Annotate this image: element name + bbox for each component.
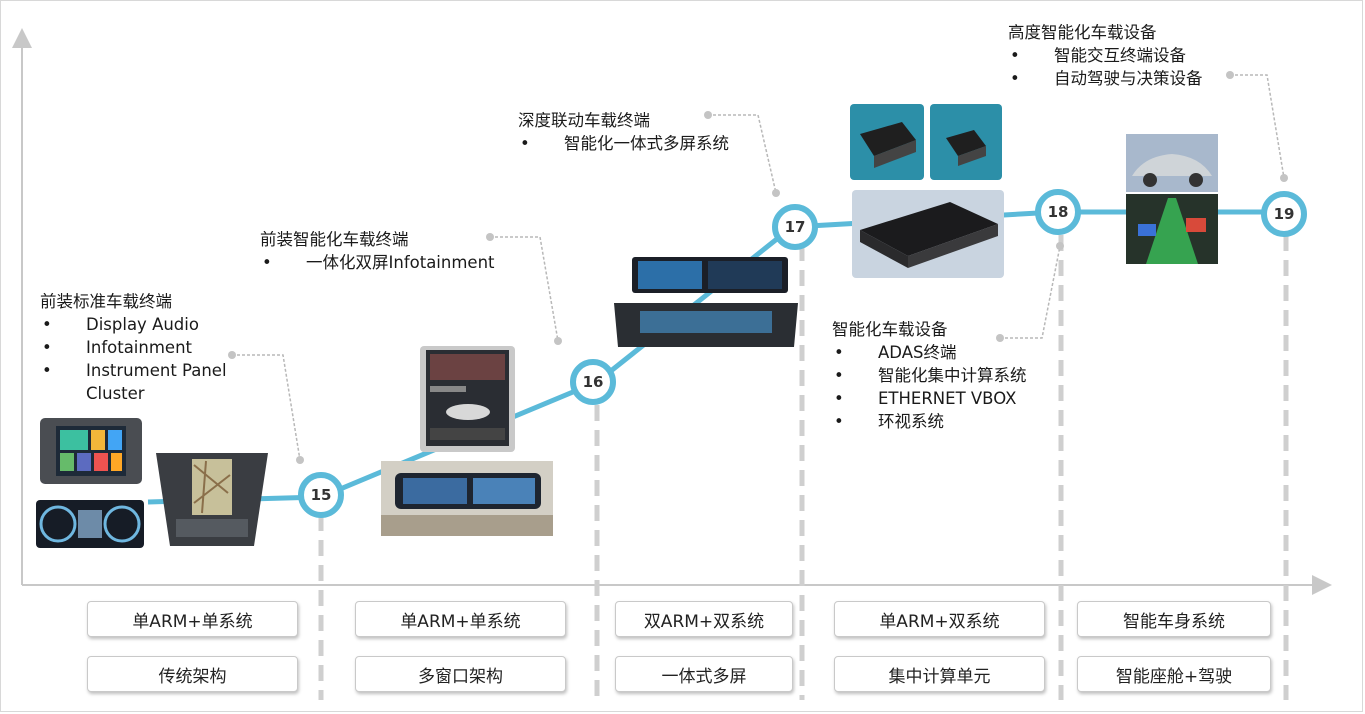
architecture-box-2: 单ARM+单系统 — [355, 601, 566, 637]
head-unit-image — [40, 418, 142, 484]
stage3-title: 深度联动车载终端 — [518, 109, 729, 132]
category-box-4: 集中计算单元 — [834, 656, 1045, 692]
tesla-style-screen-image — [420, 346, 515, 452]
leader-stage2 — [490, 237, 558, 341]
stage1-item: Infotainment — [40, 336, 227, 359]
stage-node-19: 19 — [1261, 191, 1307, 237]
stage2-title: 前装智能化车载终端 — [260, 228, 495, 251]
computing-unit-image — [852, 190, 1004, 278]
category-box-2: 多窗口架构 — [355, 656, 566, 692]
stage1-item: Instrument Panel — [40, 359, 227, 382]
stage-node-17: 17 — [772, 204, 818, 250]
adas-box-image-2 — [930, 104, 1002, 180]
stage4-item: 环视系统 — [832, 410, 1027, 433]
stage1-item-continuation: Cluster — [40, 382, 227, 405]
stage3-note: 深度联动车载终端 智能化一体式多屏系统 — [518, 109, 729, 155]
stage4-item: ADAS终端 — [832, 341, 1027, 364]
category-box-3: 一体式多屏 — [615, 656, 793, 692]
stage1-item: Display Audio — [40, 313, 227, 336]
stage4-item: ETHERNET VBOX — [832, 387, 1027, 410]
vertical-navigation-unit-image — [156, 453, 268, 546]
multi-screen-cockpit-image — [614, 255, 798, 355]
stage5-item: 智能交互终端设备 — [1008, 44, 1203, 67]
stage-node-15: 15 — [298, 472, 344, 518]
stage5-note: 高度智能化车载设备 智能交互终端设备 自动驾驶与决策设备 — [1008, 21, 1203, 90]
stage2-note: 前装智能化车载终端 一体化双屏Infotainment — [260, 228, 495, 274]
leader-stage5 — [1230, 75, 1284, 178]
road-perception-image — [1126, 194, 1218, 264]
stage2-item: 一体化双屏Infotainment — [260, 251, 495, 274]
stage1-title: 前装标准车载终端 — [40, 290, 227, 313]
stage5-item: 自动驾驶与决策设备 — [1008, 67, 1203, 90]
architecture-box-3: 双ARM+双系统 — [615, 601, 793, 637]
instrument-cluster-image — [36, 500, 144, 548]
stage1-note: 前装标准车载终端 Display Audio Infotainment Inst… — [40, 290, 227, 405]
stage4-note: 智能化车载设备 ADAS终端 智能化集中计算系统 ETHERNET VBOX 环… — [832, 318, 1027, 433]
stage-node-16: 16 — [570, 359, 616, 405]
stage5-title: 高度智能化车载设备 — [1008, 21, 1203, 44]
autonomous-car-image — [1126, 134, 1218, 192]
leader-stage1 — [232, 355, 300, 460]
stage4-title: 智能化车载设备 — [832, 318, 1027, 341]
category-box-1: 传统架构 — [87, 656, 298, 692]
stage3-item: 智能化一体式多屏系统 — [518, 132, 729, 155]
architecture-box-4: 单ARM+双系统 — [834, 601, 1045, 637]
category-box-5: 智能座舱+驾驶 — [1077, 656, 1271, 692]
architecture-box-5: 智能车身系统 — [1077, 601, 1271, 637]
dual-screen-dashboard-image — [381, 461, 553, 536]
adas-box-image-1 — [850, 104, 924, 180]
stage4-item: 智能化集中计算系统 — [832, 364, 1027, 387]
architecture-box-1: 单ARM+单系统 — [87, 601, 298, 637]
stage-node-18: 18 — [1035, 189, 1081, 235]
